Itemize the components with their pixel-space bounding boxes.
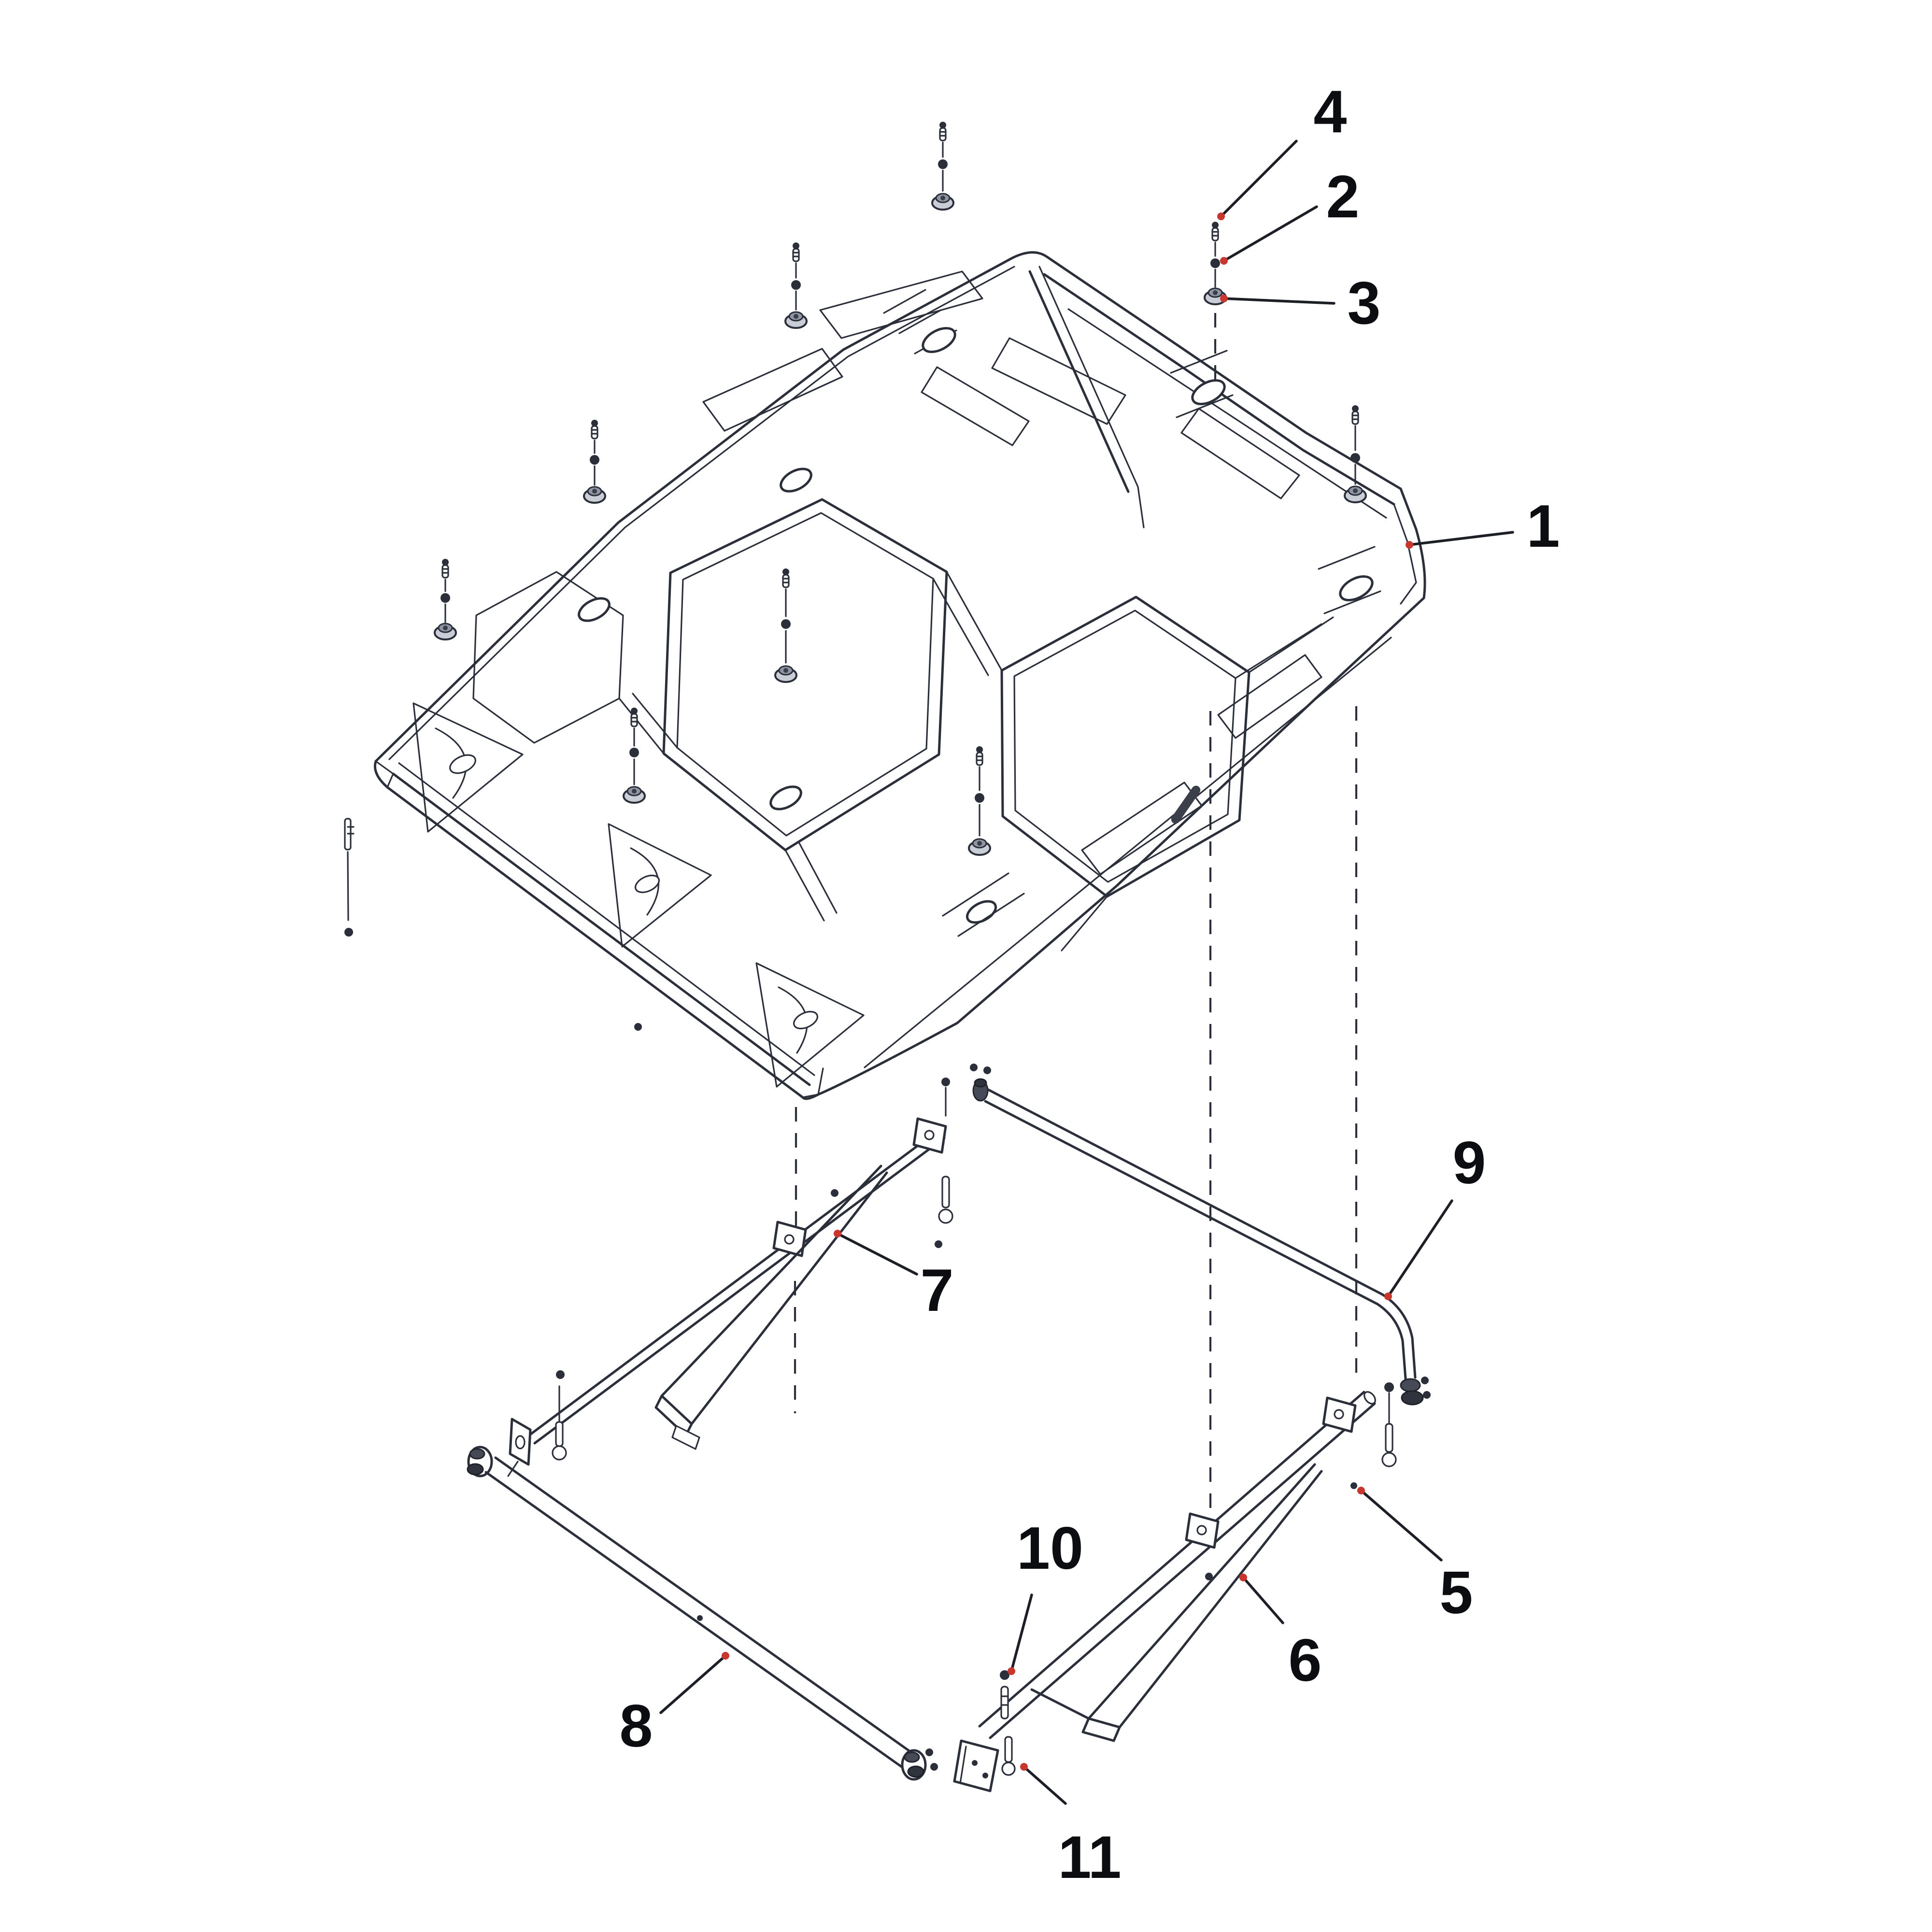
roof-gussets <box>412 702 865 1088</box>
rear-lower-bar-6 <box>953 1382 1397 1792</box>
roof-topleft-inner-edge <box>388 266 1015 760</box>
corner-tube-9 <box>970 1064 1431 1406</box>
tube9-bottom-clamp <box>1400 1377 1431 1406</box>
callout-5: 5 <box>1357 1487 1473 1626</box>
roof-bottom-tip-facet <box>802 1067 824 1098</box>
roof-slot-mark <box>1171 785 1201 824</box>
roof-topright-inner-edge <box>1043 273 1395 506</box>
callouts: 1 2 3 4 5 6 7 8 <box>620 79 1560 1891</box>
hardware-dot <box>1205 1573 1213 1580</box>
callout-label-4: 4 <box>1314 79 1347 145</box>
roof-peak-crease-2 <box>1038 266 1145 528</box>
callout-label-3: 3 <box>1348 270 1381 337</box>
roof-hexagon-right <box>1000 596 1250 898</box>
loose-screw-left <box>344 818 355 937</box>
side-lower-bar-8 <box>467 1446 938 1781</box>
fastener-stack <box>1344 404 1367 503</box>
callout-2: 2 <box>1220 164 1359 265</box>
nut-5 <box>1350 1482 1357 1489</box>
roof-mount-holes <box>578 327 1381 937</box>
roof-fasteners <box>344 121 1367 1580</box>
roof-outline <box>373 251 1426 1100</box>
callout-4: 4 <box>1217 79 1347 220</box>
roof-chevron-pads <box>702 270 1322 875</box>
fastener-stack <box>434 558 457 640</box>
callout-label-8: 8 <box>620 1693 653 1760</box>
hardware-dot <box>634 1023 642 1031</box>
callout-1: 1 <box>1406 493 1560 560</box>
bar6-brace <box>1118 1470 1323 1729</box>
callout-label-9: 9 <box>1453 1130 1486 1196</box>
fastener-stack <box>623 707 646 804</box>
roof-topright-band <box>1067 308 1387 519</box>
bar8-mid-mark <box>697 1615 703 1621</box>
roof-rim-line-1 <box>392 772 811 1086</box>
roof-lowerright-inner-edge <box>864 637 1392 1068</box>
fastener-stack <box>774 568 797 683</box>
callout-label-6: 6 <box>1289 1627 1322 1694</box>
callout-8: 8 <box>620 1652 729 1760</box>
bar7-brace-foot <box>654 1394 693 1437</box>
roof-rim-line-2 <box>398 762 815 1076</box>
fastener-stack <box>931 121 954 211</box>
callout-10: 10 <box>1008 1515 1083 1675</box>
roof-hexagon-right-inner <box>1013 610 1236 883</box>
hardware-dot <box>935 1240 942 1248</box>
callout-label-5: 5 <box>1440 1560 1473 1626</box>
fastener-stack-labeled-4-2-3 <box>1204 221 1227 305</box>
bolt-5-hardware <box>1350 1382 1397 1489</box>
callout-label-2: 2 <box>1326 164 1360 230</box>
projection-lines <box>794 313 1358 1512</box>
roof-panel <box>373 251 1426 1100</box>
roof-left-tip-facet <box>375 760 394 788</box>
roof-hexagon-center <box>662 498 948 852</box>
callout-label-1: 1 <box>1527 493 1560 560</box>
callout-label-10: 10 <box>1017 1515 1083 1582</box>
bolt-10 <box>1000 1670 1009 1719</box>
fastener-stack <box>583 419 606 504</box>
callout-9: 9 <box>1384 1130 1486 1300</box>
bar8-right-clamp <box>901 1748 938 1781</box>
callout-label-11: 11 <box>1058 1824 1121 1891</box>
bar7-right-bolt <box>938 1078 953 1224</box>
hardware-dot <box>831 1189 838 1197</box>
callout-6: 6 <box>1239 1574 1321 1694</box>
bar7-brace <box>690 1171 888 1425</box>
callout-7: 7 <box>834 1230 953 1324</box>
callout-3: 3 <box>1220 270 1380 337</box>
roof-hexagon-center-inner <box>676 512 934 837</box>
bar6-brace-foot <box>1081 1717 1121 1742</box>
front-roof-bar-7 <box>509 1078 953 1466</box>
roof-peak-crease <box>1028 270 1130 493</box>
fastener-stack <box>784 242 808 329</box>
callout-label-7: 7 <box>921 1257 954 1324</box>
fastener-stack <box>968 745 991 856</box>
roof-channels <box>618 571 1334 952</box>
bar7-left-bolt <box>552 1370 567 1461</box>
callout-11: 11 <box>1020 1763 1122 1891</box>
bolt-11 <box>1001 1736 1016 1776</box>
